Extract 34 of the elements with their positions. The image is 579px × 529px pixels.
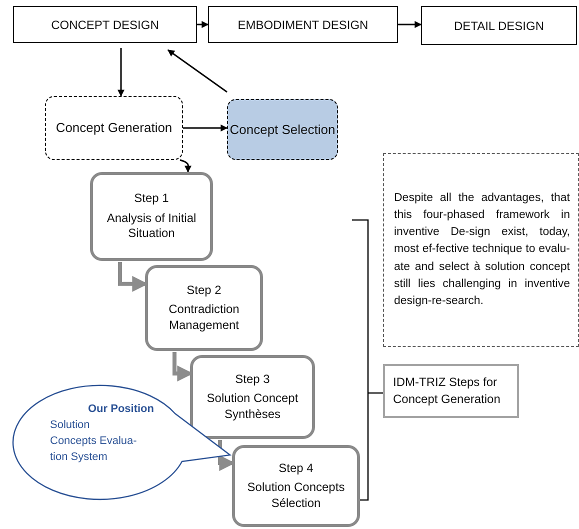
label-box: [383, 364, 519, 418]
label-text: Concept Selection: [230, 120, 336, 138]
step-box: [90, 172, 213, 261]
process-box: [208, 6, 398, 43]
label-text: DETAIL DESIGN: [454, 18, 544, 32]
label-text: Solution Concept Synthèses: [206, 391, 300, 422]
label-text: Contradiction Management: [168, 302, 240, 334]
label-text: EMBODIMENT DESIGN: [238, 18, 368, 32]
arrow: [167, 49, 228, 93]
step-box: [190, 355, 315, 439]
step-box: [232, 445, 360, 527]
arrow: [183, 124, 228, 132]
heading-text: Step 3: [235, 372, 270, 388]
label-text: CONCEPT DESIGN: [51, 18, 159, 32]
label-text: Despite all the advantages, that this four-phased framework in inventive De-sign exist, today, most ef-fective technique to evalu-ate and select à solution concept still lies challenging in inventive design-re-search.: [394, 190, 570, 310]
process-box: [45, 96, 183, 160]
label-text: Concept Generation: [56, 119, 172, 137]
heading-text: Step 2: [186, 282, 222, 298]
step-box: [145, 265, 263, 351]
label-text: Solution Concepts Sélection: [246, 480, 346, 512]
heading-text: Our Position: [88, 402, 154, 417]
process-box: [227, 99, 338, 160]
process-box: [421, 6, 577, 45]
heading-text: Step 1: [134, 191, 169, 207]
heading-text: Step 4: [278, 460, 314, 476]
arrow: [197, 21, 209, 28]
arrow: [180, 159, 192, 173]
arrow: [118, 48, 124, 97]
note-box: [383, 153, 579, 347]
label-text: Analysis of Initial Situation: [106, 210, 198, 242]
process-box: [13, 6, 197, 43]
label-text: IDM-TRIZ Steps for Concept Generation: [393, 374, 502, 408]
arrow: [398, 21, 422, 28]
label-text: Solution Concepts Evalua-tion System: [50, 418, 138, 465]
